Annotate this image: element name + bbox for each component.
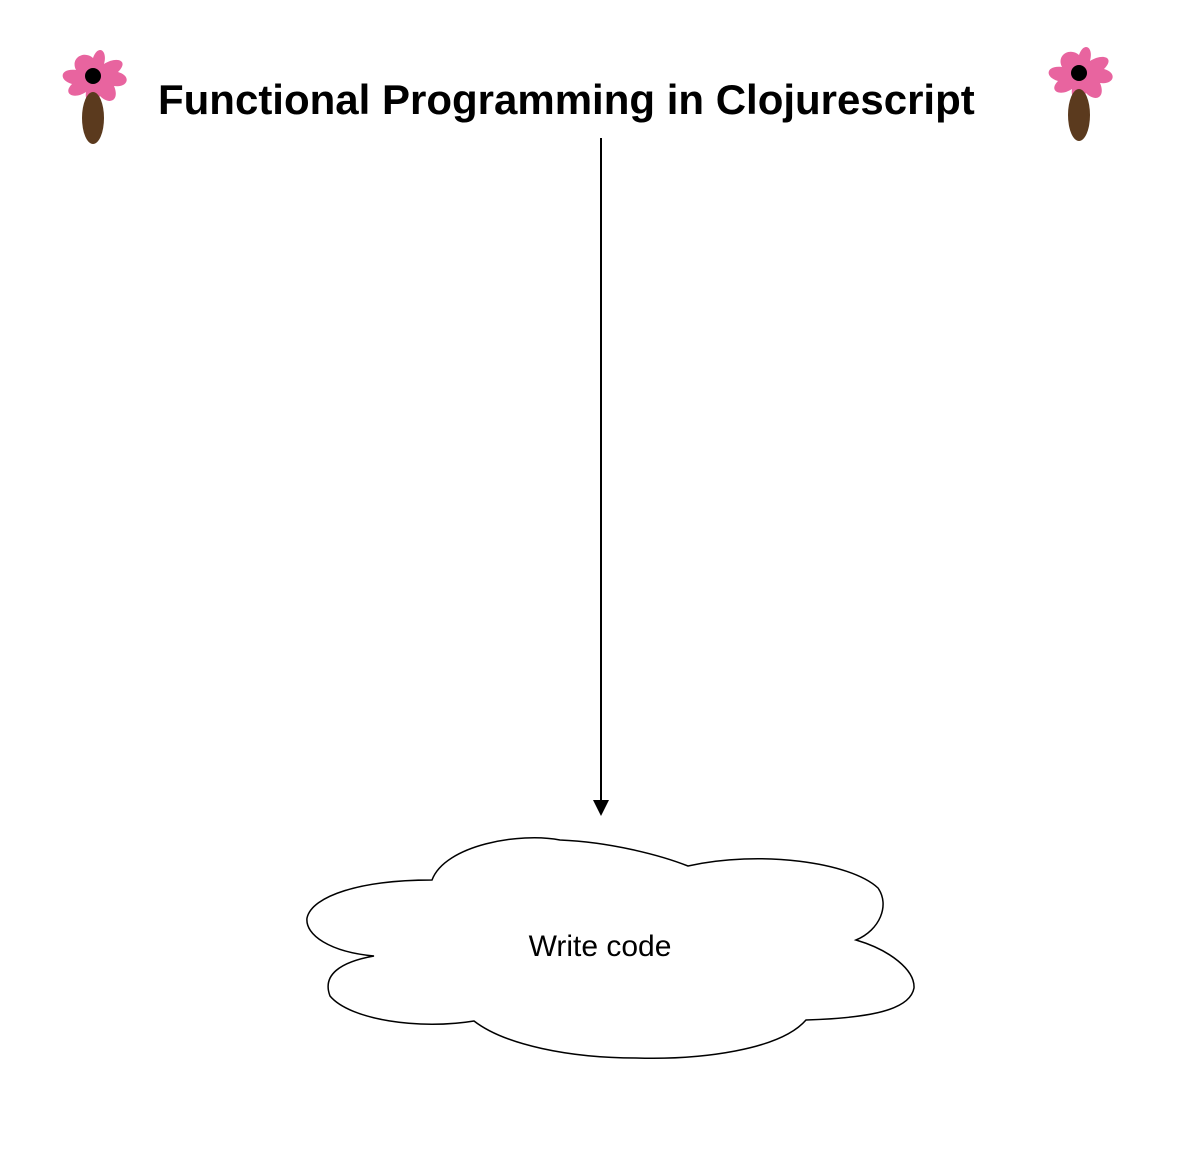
flower-icon	[62, 50, 127, 144]
page-title: Functional Programming in Clojurescript	[158, 76, 975, 123]
flower-icon	[1048, 47, 1113, 141]
flower-stem	[1068, 89, 1090, 141]
flower-center	[85, 68, 101, 84]
cloud-shape	[306, 837, 915, 1059]
flower-stem	[82, 92, 104, 144]
cloud-node-label: Write code	[528, 930, 672, 963]
arrowhead-icon	[593, 800, 609, 816]
flower-center	[1071, 65, 1087, 81]
